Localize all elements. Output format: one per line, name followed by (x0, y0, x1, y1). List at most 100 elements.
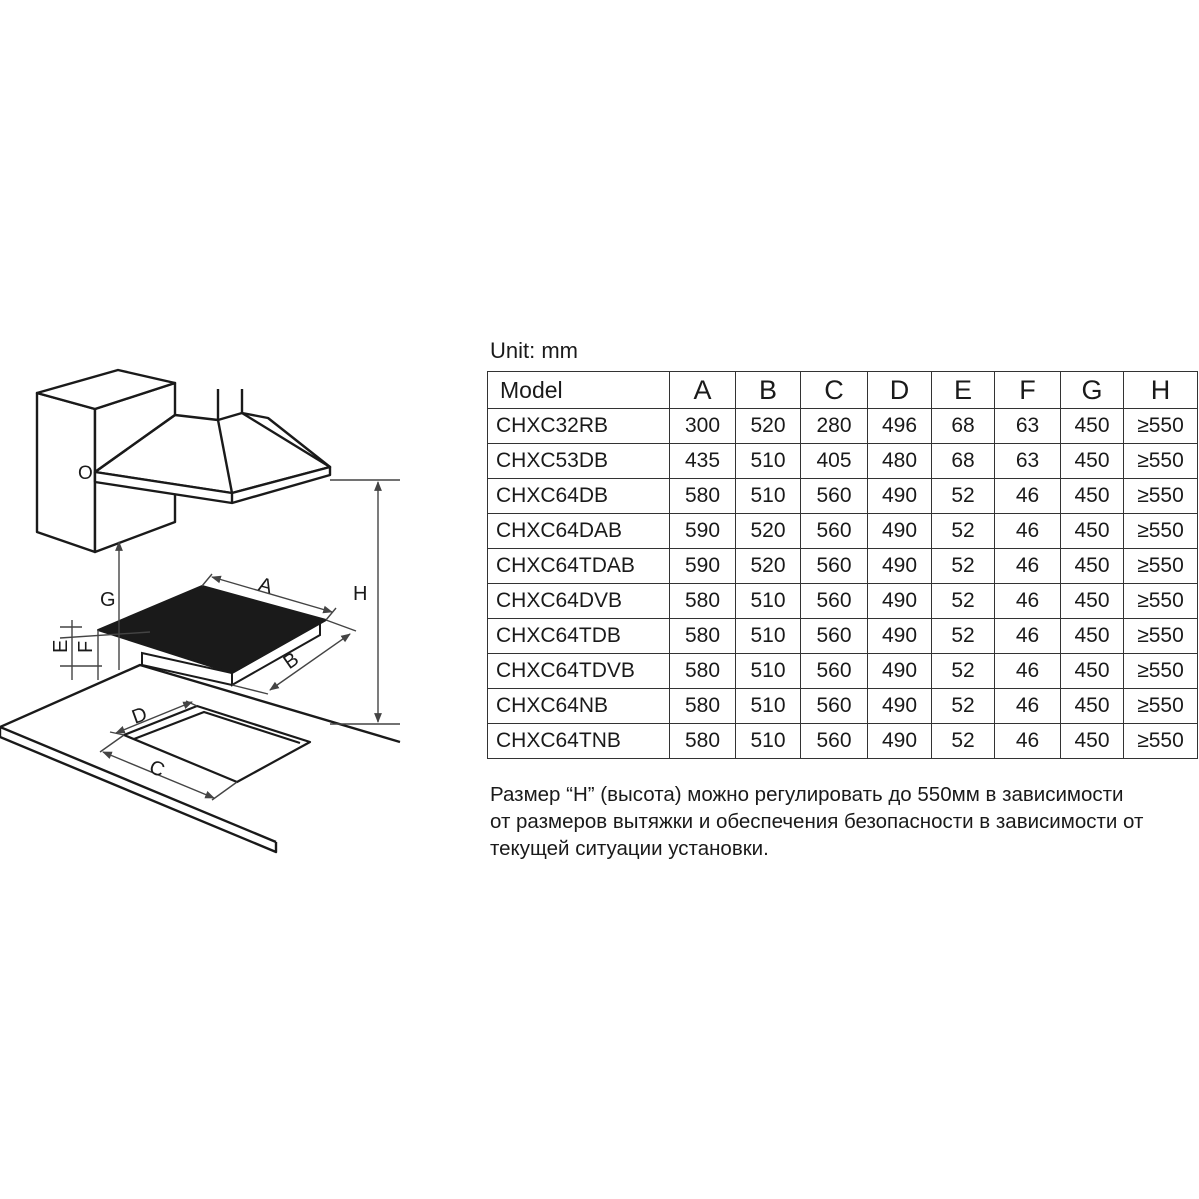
dimension-cell: 52 (931, 548, 995, 584)
dimension-cell: 450 (1060, 548, 1124, 584)
dimension-cell: ≥550 (1123, 513, 1198, 549)
dimension-cell: 52 (931, 653, 995, 689)
dimension-cell: 520 (735, 548, 801, 584)
note-line: от размеров вытяжки и обеспечения безопа… (490, 810, 1144, 833)
dimension-cell: 46 (994, 548, 1061, 584)
dimension-cell: 490 (867, 513, 932, 549)
dimension-cell: 450 (1060, 443, 1124, 479)
dimension-cell: 510 (735, 618, 801, 654)
dimension-cell: 510 (735, 723, 801, 759)
dimension-cell: 580 (669, 583, 736, 619)
dimension-cell: 520 (735, 513, 801, 549)
dimension-cell: ≥550 (1123, 548, 1198, 584)
dimension-cell: 490 (867, 618, 932, 654)
dimension-cell: 46 (994, 723, 1061, 759)
dimension-cell: 450 (1060, 408, 1124, 444)
dimension-cell: 405 (800, 443, 868, 479)
dimension-cell: 580 (669, 653, 736, 689)
model-cell: CHXC64TDVB (487, 653, 670, 689)
diagram-label-h: H (353, 583, 367, 605)
dimension-cell: 480 (867, 443, 932, 479)
dimension-cell: 450 (1060, 513, 1124, 549)
dimension-cell: 560 (800, 583, 868, 619)
dimension-cell: 560 (800, 723, 868, 759)
note-line: Размер “H” (высота) можно регулировать д… (490, 783, 1124, 806)
dimension-cell: ≥550 (1123, 723, 1198, 759)
model-cell: CHXC64DAB (487, 513, 670, 549)
column-header-g: G (1060, 371, 1124, 409)
dimension-cell: 580 (669, 478, 736, 514)
dimension-cell: 63 (994, 408, 1061, 444)
dimension-cell: ≥550 (1123, 443, 1198, 479)
dimension-cell: 52 (931, 583, 995, 619)
dimension-cell: 560 (800, 478, 868, 514)
model-cell: CHXC64TNB (487, 723, 670, 759)
dimension-cell: 590 (669, 513, 736, 549)
model-cell: CHXC64NB (487, 688, 670, 724)
model-cell: CHXC64DB (487, 478, 670, 514)
dimension-lines (59, 479, 400, 801)
dimension-cell: 490 (867, 688, 932, 724)
diagram-label-o: O (78, 463, 93, 484)
dimension-cell: 63 (994, 443, 1061, 479)
dimension-cell: 450 (1060, 618, 1124, 654)
dimension-cell: 490 (867, 478, 932, 514)
diagram-label-f: F (75, 641, 97, 653)
dimension-cell: 46 (994, 583, 1061, 619)
dimension-cell: 590 (669, 548, 736, 584)
column-header-model: Model (487, 371, 670, 409)
dimension-cell: 490 (867, 653, 932, 689)
dimension-cell: 560 (800, 618, 868, 654)
dimension-cell: 46 (994, 688, 1061, 724)
diagram-label-e: E (50, 640, 72, 653)
dimension-cell: 510 (735, 583, 801, 619)
dimension-cell: 520 (735, 408, 801, 444)
dimension-cell: 450 (1060, 478, 1124, 514)
range-hood (93, 389, 332, 505)
dimension-cell: ≥550 (1123, 653, 1198, 689)
dimension-cell: 450 (1060, 723, 1124, 759)
dimension-cell: ≥550 (1123, 618, 1198, 654)
dimension-cell: 52 (931, 723, 995, 759)
dimension-cell: ≥550 (1123, 408, 1198, 444)
dimension-cell: 450 (1060, 688, 1124, 724)
dimension-cell: 52 (931, 513, 995, 549)
dimension-cell: 510 (735, 443, 801, 479)
wall-cabinet (35, 368, 177, 554)
column-header-c: C (800, 371, 868, 409)
dimension-cell: 46 (994, 653, 1061, 689)
dimension-cell: 560 (800, 653, 868, 689)
dimension-cell: 490 (867, 548, 932, 584)
model-cell: CHXC64TDAB (487, 548, 670, 584)
dimension-cell: 560 (800, 688, 868, 724)
diagram-label-g: G (100, 589, 116, 611)
dimension-cell: ≥550 (1123, 583, 1198, 619)
dimension-cell: ≥550 (1123, 688, 1198, 724)
dimension-cell: 280 (800, 408, 868, 444)
dimension-cell: 52 (931, 478, 995, 514)
dimension-cell: 510 (735, 688, 801, 724)
dimension-cell: 52 (931, 688, 995, 724)
dimension-cell: 52 (931, 618, 995, 654)
dimension-cell: 46 (994, 478, 1061, 514)
dimension-cell: 46 (994, 618, 1061, 654)
model-cell: CHXC64DVB (487, 583, 670, 619)
dimension-cell: 510 (735, 478, 801, 514)
diagram-label-a: A (256, 574, 275, 599)
countertop (0, 663, 401, 854)
dimension-cell: 300 (669, 408, 736, 444)
dimension-cell: 580 (669, 688, 736, 724)
table-header-row: Model A B C D E F G H (487, 371, 1198, 409)
dimension-cell: 560 (800, 513, 868, 549)
dimension-cell: 510 (735, 653, 801, 689)
